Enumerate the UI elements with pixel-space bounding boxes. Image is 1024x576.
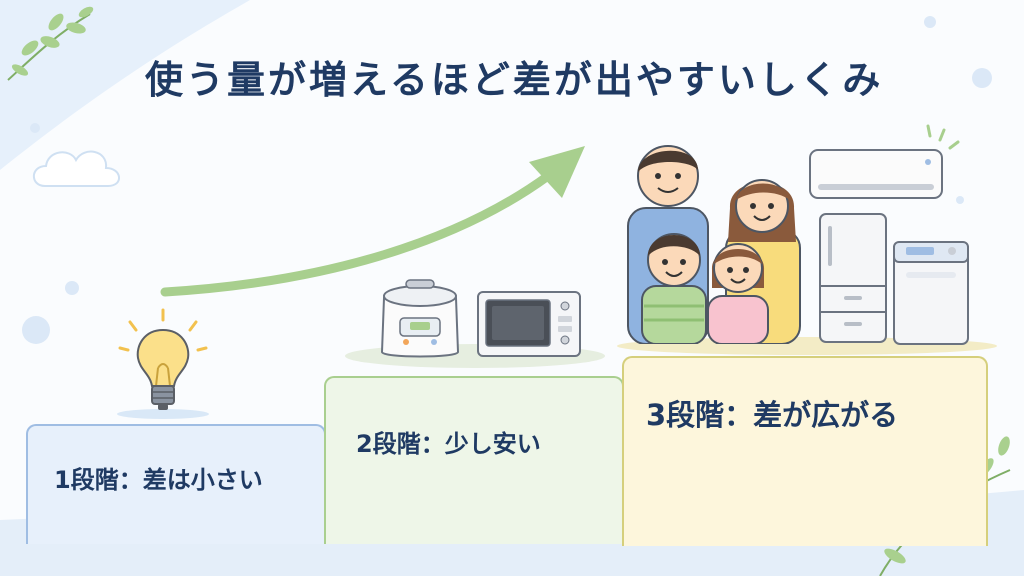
step-3-block: 3段階：差が広がる [622,356,988,546]
air-conditioner-icon [809,124,960,199]
step-2-block: 2段階：少し安い [324,376,624,544]
girl-icon [707,243,769,344]
step-2-label: 2段階：少し安い [356,430,541,458]
washing-machine-icon [893,241,969,345]
step-1-block: 1段階：差は小さい [26,424,326,544]
step-3-label: 3段階：差が広がる [646,398,899,432]
step-1-label: 1段階：差は小さい [54,466,263,494]
boy-icon [641,233,707,344]
page-title: 使う量が増えるほど差が出やすいしくみ [145,58,884,102]
cloud-icon [32,150,120,187]
light-bulb-icon [117,308,209,419]
rice-cooker-icon [380,279,460,358]
family-icon [627,145,801,344]
refrigerator-icon [819,213,887,343]
leaf-sprig-icon [7,6,94,81]
microwave-icon [477,291,581,357]
step-2-appliances [345,279,605,368]
